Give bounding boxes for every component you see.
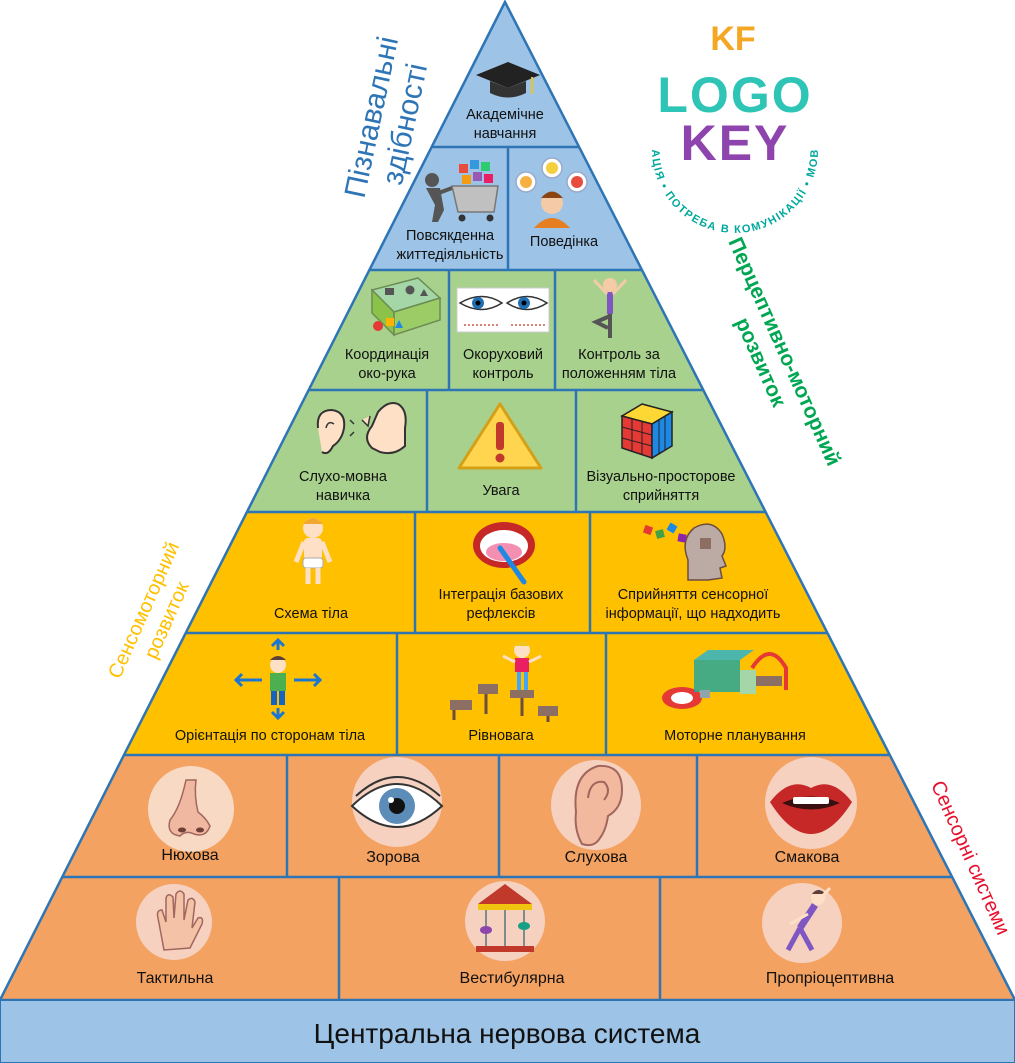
cell-label-line: життедіяльність: [397, 247, 504, 263]
cell-label-line: Академічне: [466, 107, 544, 123]
cell-label-line: Моторне планування: [664, 728, 806, 744]
cell-label-control-1: Окоруховий контроль: [463, 347, 543, 382]
child-body-icon: [293, 518, 333, 584]
cell-label-line: навичка: [316, 488, 371, 504]
cell-label-senses-bottom-1: Вестибулярна: [460, 970, 565, 987]
cell-label-line: Контроль за: [578, 347, 661, 363]
cell-label-line: Інтеграція базових: [439, 587, 565, 603]
stretching-icon: [762, 883, 842, 963]
mouth-toothbrush-icon: [473, 522, 535, 585]
cell-label-sensorimotor-bottom-2: Моторне планування: [664, 728, 806, 744]
cell-label-sensorimotor-bottom-0: Орієнтація по сторонам тіла: [175, 728, 366, 744]
warning-icon: [457, 402, 543, 470]
logo-word-bottom: KEY: [681, 115, 790, 171]
ear-icon: [551, 760, 641, 850]
cell-label-perception-2: Візуально-просторове сприйняття: [587, 469, 736, 504]
cell-label-line: Окоруховий: [463, 347, 543, 363]
play-tunnel-icon: [662, 650, 788, 709]
cell-label-line: Орієнтація по сторонам тіла: [175, 728, 366, 744]
cell-label-sensorimotor-top-0: Схема тіла: [274, 606, 349, 622]
cell-label-perception-0: Слухо-мовна навичка: [299, 469, 388, 504]
cell-label-line: положенням тіла: [562, 366, 677, 382]
cell-label-line: Слухова: [565, 849, 628, 866]
eye-icon: [350, 757, 444, 847]
cell-label-academic-0: Академічне навчання: [466, 107, 544, 142]
balance-beam-icon: [450, 642, 558, 722]
hand-icon: [136, 884, 212, 960]
cell-label-control-0: Координація око-рука: [345, 347, 429, 382]
cell-label-line: навчання: [474, 126, 537, 142]
cell-label-line: інформації, що надходить: [606, 606, 781, 622]
graduation-cap-icon: [476, 62, 540, 98]
cell-label-senses-top-3: Смакова: [775, 849, 840, 866]
cell-label-senses-top-1: Зорова: [366, 849, 420, 866]
cell-label-line: Сприйняття сенсорної: [618, 587, 769, 603]
cell-label-senses-bottom-0: Тактильна: [137, 970, 214, 987]
emotions-icon: [515, 157, 588, 228]
cell-label-line: око-рука: [358, 366, 416, 382]
cell-label-line: рефлексів: [467, 606, 536, 622]
head-puzzle-icon: [642, 522, 727, 581]
cell-label-line: Слухо-мовна: [299, 469, 388, 485]
rubiks-cube-icon: [620, 403, 674, 460]
shape-sorter-icon: [370, 277, 442, 337]
logo-word-top: LOGO: [657, 67, 812, 123]
ear-speech-icon: [316, 402, 407, 455]
cell-label-line: Нюхова: [161, 847, 218, 864]
carousel-icon: [465, 881, 545, 961]
cell-label-control-2: Контроль за положенням тіла: [562, 347, 677, 382]
yoga-pose-icon: [591, 278, 628, 338]
cell-label-line: Рівновага: [468, 728, 534, 744]
cell-label-line: Смакова: [775, 849, 840, 866]
cell-label-line: Візуально-просторове: [587, 469, 736, 485]
cell-label-line: Поведінка: [530, 234, 599, 250]
nose-icon: [148, 766, 234, 852]
cell-label-perception-1: Увага: [482, 483, 520, 499]
cell-label-line: Схема тіла: [274, 606, 349, 622]
cell-label-line: контроль: [472, 366, 533, 382]
cns-base-label: Центральна нервова система: [314, 1018, 701, 1049]
logo-mark: KF: [710, 20, 755, 58]
cell-label-line: Тактильна: [137, 970, 214, 987]
cell-label-senses-top-2: Слухова: [565, 849, 628, 866]
cell-label-sensorimotor-bottom-1: Рівновага: [468, 728, 534, 744]
cell-label-line: Вестибулярна: [460, 970, 565, 987]
lips-icon: [765, 757, 857, 849]
cell-label-line: Координація: [345, 347, 429, 363]
shopping-cart-icon: [425, 160, 499, 222]
cell-label-line: сприйняття: [623, 488, 699, 504]
cell-label-line: Пропріоцептивна: [766, 970, 894, 987]
cell-label-sensorimotor-top-1: Інтеграція базових рефлексів: [439, 587, 565, 622]
cell-label-senses-bottom-2: Пропріоцептивна: [766, 970, 894, 987]
cell-label-senses-top-0: Нюхова: [161, 847, 218, 864]
cell-label-daily-1: Поведінка: [530, 234, 599, 250]
cell-label-line: Увага: [482, 483, 520, 499]
directions-icon: [233, 637, 323, 721]
cell-label-line: Зорова: [366, 849, 420, 866]
cns-base-bar: [0, 999, 1015, 1063]
cell-label-daily-0: Повсякденна життедіяльність: [397, 228, 504, 263]
cell-label-line: Повсякденна: [406, 228, 495, 244]
cell-label-sensorimotor-top-2: Сприйняття сенсорної інформації, що надхо…: [606, 587, 781, 622]
eyes-icon: [456, 287, 550, 333]
